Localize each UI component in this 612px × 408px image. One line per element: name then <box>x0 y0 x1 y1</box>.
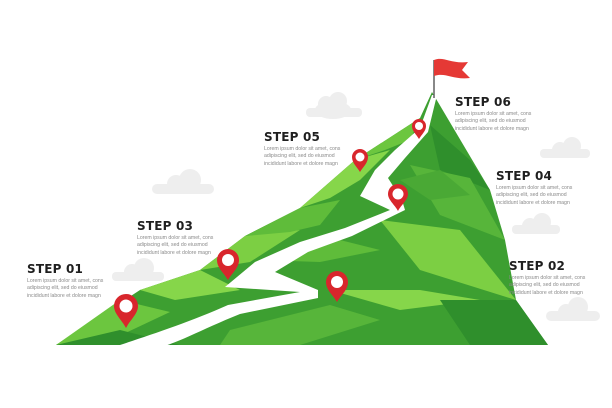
step-description-line: incididunt labore et dolore magn <box>496 199 570 206</box>
map-pin-icon <box>217 249 239 280</box>
map-pin-icon <box>114 294 138 328</box>
step-description-line: incididunt labore et dolore magn <box>27 292 101 299</box>
step-description: Lorem ipsum dolor sit amet, cons adipisc… <box>137 235 235 257</box>
step-description: Lorem ipsum dolor sit amet, cons adipisc… <box>496 185 594 207</box>
step-description: Lorem ipsum dolor sit amet, cons adipisc… <box>27 278 125 300</box>
step-description-line: Lorem ipsum dolor sit amet, cons <box>137 235 214 241</box>
map-pin-icon <box>412 119 426 139</box>
step-title: STEP 04 <box>496 169 553 183</box>
summit-flag-icon <box>433 58 470 98</box>
step-description: Lorem ipsum dolor sit amet, cons adipisc… <box>455 111 553 133</box>
step-description: Lorem ipsum dolor sit amet, cons adipisc… <box>509 275 607 297</box>
step-description-line: Lorem ipsum dolor sit amet, cons <box>496 185 573 191</box>
step-02: STEP 02 Lorem ipsum dolor sit amet, cons… <box>509 259 612 297</box>
cloud-icon <box>152 169 214 194</box>
map-pin-icon <box>352 149 368 172</box>
cloud-icon <box>546 297 600 321</box>
map-pin-icon <box>388 184 408 211</box>
step-description-line: Lorem ipsum dolor sit amet, cons <box>27 278 104 284</box>
step-description-line: Lorem ipsum dolor sit amet, cons <box>509 275 586 281</box>
step-description-line: incididunt labore et dolore magn <box>264 160 338 167</box>
cloud-icon <box>512 213 560 234</box>
cloud-icon <box>112 258 164 281</box>
step-description-line: adipiscing elit, sed do eiusmod <box>264 153 335 160</box>
step-title: STEP 03 <box>137 219 194 233</box>
step-03: STEP 03 Lorem ipsum dolor sit amet, cons… <box>137 219 267 257</box>
step-description-line: incididunt labore et dolore magn <box>137 249 211 256</box>
step-05: STEP 05 Lorem ipsum dolor sit amet, cons… <box>264 130 394 168</box>
step-description-line: incididunt labore et dolore magn <box>509 289 583 296</box>
step-04: STEP 04 Lorem ipsum dolor sit amet, cons… <box>496 169 612 207</box>
step-01: STEP 01 Lorem ipsum dolor sit amet, cons… <box>27 262 157 300</box>
step-title: STEP 05 <box>264 130 321 144</box>
step-06: STEP 06 Lorem ipsum dolor sit amet, cons… <box>455 95 585 133</box>
step-description-line: adipiscing elit, sed do eiusmod <box>496 192 567 199</box>
step-title: STEP 01 <box>27 262 84 276</box>
step-description-line: adipiscing elit, sed do eiusmod <box>455 118 526 125</box>
step-description-line: Lorem ipsum dolor sit amet, cons <box>455 111 532 117</box>
step-description-line: adipiscing elit, sed do eiusmod <box>509 282 580 289</box>
cloud-icon <box>540 137 590 158</box>
summit-path <box>120 95 437 350</box>
step-title: STEP 06 <box>455 95 512 109</box>
map-pin-icon <box>326 271 348 302</box>
step-description-line: Lorem ipsum dolor sit amet, cons <box>264 146 341 152</box>
step-description-line: incididunt labore et dolore magn <box>455 125 529 132</box>
step-title: STEP 02 <box>509 259 566 273</box>
cloud-icon <box>306 92 362 119</box>
step-description-line: adipiscing elit, sed do eiusmod <box>137 242 208 249</box>
step-description-line: adipiscing elit, sed do eiusmod <box>27 285 98 292</box>
step-description: Lorem ipsum dolor sit amet, cons adipisc… <box>264 146 362 168</box>
